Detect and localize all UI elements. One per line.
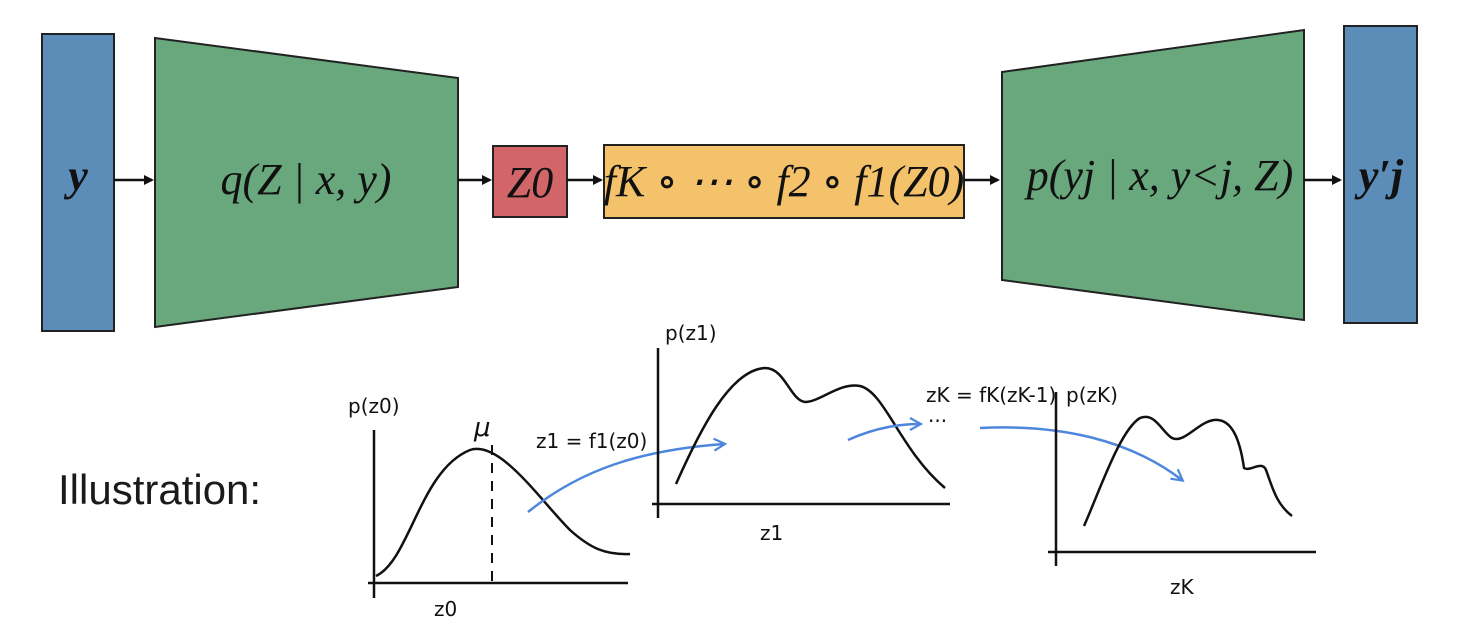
latent-label: Z0 <box>507 158 553 207</box>
plot-zk: p(zK) zK <box>1048 383 1316 599</box>
plot-z0: p(z0) μ z0 <box>348 394 631 621</box>
plot1-ylabel: p(z0) <box>348 394 400 418</box>
plot1-xlabel: z0 <box>434 597 457 621</box>
plot2-density-curve <box>674 366 946 489</box>
transformK-arrow <box>979 426 1182 480</box>
transform2-arrow <box>847 424 920 442</box>
encoder-block: q(Z | x, y) <box>154 36 459 329</box>
plot1-density-curve <box>375 447 631 578</box>
output-label: y′j <box>1354 151 1404 200</box>
input-block: y <box>41 33 115 332</box>
flow-continuation-dots: ··· <box>928 409 947 433</box>
illustration-caption: Illustration: <box>58 466 261 513</box>
input-label: y <box>63 151 88 200</box>
latent-block: Z0 <box>492 145 568 218</box>
plot3-density-curve <box>1082 415 1293 527</box>
plot3-xlabel: zK <box>1170 575 1194 599</box>
plot2-xlabel: z1 <box>760 521 783 545</box>
flow-block: fK ∘ ⋯ ∘ f2 ∘ f1(Z0) <box>603 144 965 219</box>
plot3-ylabel: p(zK) <box>1066 383 1118 407</box>
transform1-label: z1 = f1(z0) <box>536 429 647 453</box>
plot-z1: p(z1) z1 <box>652 321 950 545</box>
output-block: y′j <box>1343 25 1418 324</box>
decoder-block: p(yj | x, y<j, Z) <box>1001 28 1305 322</box>
transform1-arrow <box>527 444 724 513</box>
plot2-ylabel: p(z1) <box>665 321 717 345</box>
plot1-peak-mark: μ <box>473 413 491 443</box>
decoder-label: p(yj | x, y<j, Z) <box>1024 151 1294 200</box>
flow-label: fK ∘ ⋯ ∘ f2 ∘ f1(Z0) <box>604 157 965 206</box>
transformK-label: zK = fK(zK-1) <box>926 383 1056 407</box>
encoder-label: q(Z | x, y) <box>221 155 392 204</box>
